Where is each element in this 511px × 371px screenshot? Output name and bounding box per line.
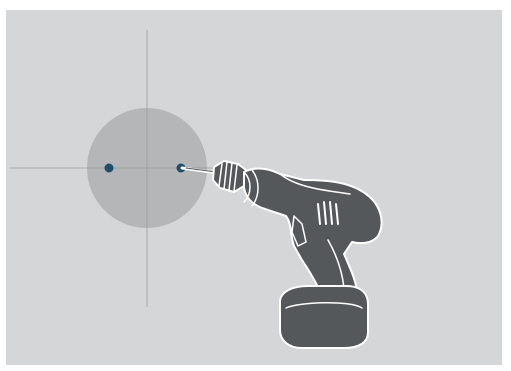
marker-dot-left: [105, 164, 114, 173]
drill-placement-illustration: [6, 10, 502, 365]
illustration-canvas: [6, 10, 502, 365]
drill-battery: [280, 286, 368, 348]
cordless-drill-icon: [182, 161, 382, 348]
